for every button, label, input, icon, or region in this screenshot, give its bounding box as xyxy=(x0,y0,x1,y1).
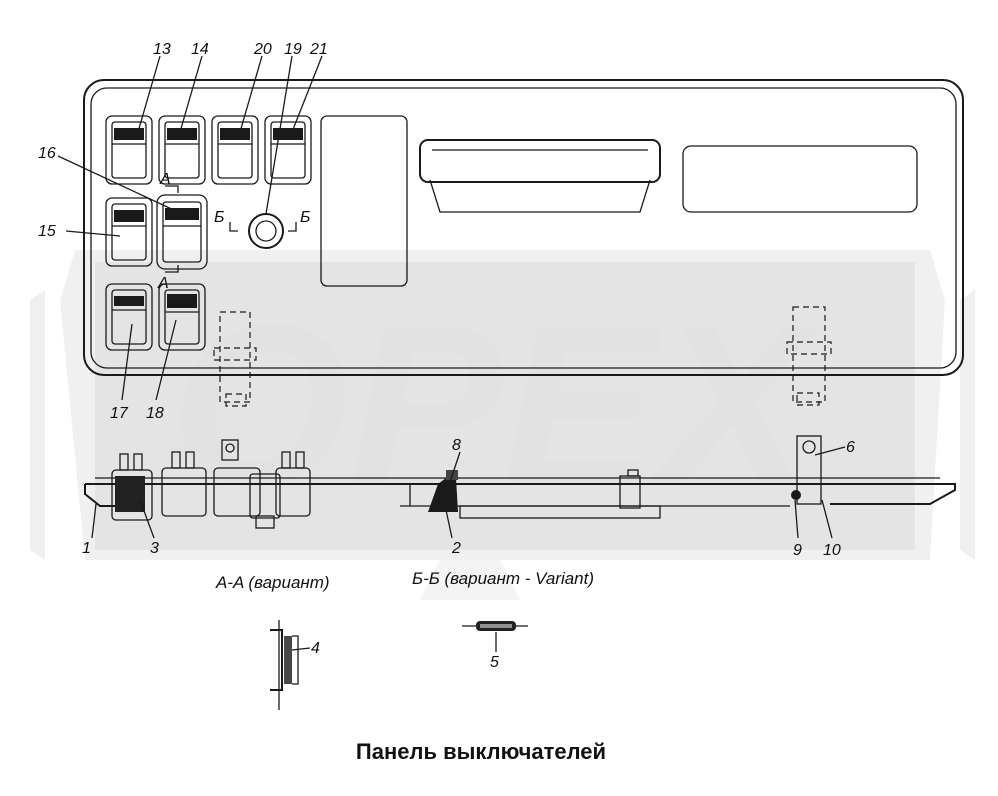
callout-16: 16 xyxy=(38,145,56,162)
switch-13 xyxy=(105,115,153,185)
bracket-part-6 xyxy=(791,435,822,505)
callout-9: 9 xyxy=(793,542,802,559)
side-switch-body-2 xyxy=(161,451,207,517)
marker-a-top: A xyxy=(159,171,171,188)
side-switch-body-5 xyxy=(275,451,311,517)
callout-5: 5 xyxy=(490,654,499,671)
marker-b-right: Б xyxy=(300,209,310,226)
switch-18 xyxy=(158,283,206,351)
section-aa-detail xyxy=(270,620,299,710)
callout-2: 2 xyxy=(451,540,461,557)
callout-13: 13 xyxy=(153,41,171,58)
callout-14: 14 xyxy=(191,41,209,58)
switch-16 xyxy=(156,194,208,270)
marker-b-left: Б xyxy=(214,209,224,226)
side-switch-body-4 xyxy=(249,473,281,529)
side-switch-body-3 xyxy=(213,439,261,517)
callout-8: 8 xyxy=(452,437,461,454)
section-marker-b: Б Б xyxy=(214,209,310,232)
callout-19: 19 xyxy=(284,41,302,58)
ashtray-slot xyxy=(419,139,661,213)
section-bb-detail xyxy=(462,621,528,631)
callout-20: 20 xyxy=(253,41,272,58)
side-switch-body-1 xyxy=(111,453,153,521)
blank-panel-window xyxy=(320,115,408,287)
leader-lines xyxy=(57,55,846,652)
callout-6: 6 xyxy=(846,439,855,456)
figure-caption: Панель выключателей xyxy=(356,739,606,764)
callout-18: 18 xyxy=(146,405,164,422)
marker-a-bottom: A xyxy=(157,275,169,292)
watermark-logo: OPEX xyxy=(30,250,975,600)
callout-17: 17 xyxy=(110,405,129,422)
switch-15 xyxy=(105,197,153,267)
watermark-text: OPEX xyxy=(170,277,821,534)
right-bracket-hidden xyxy=(786,306,832,406)
callout-1: 1 xyxy=(82,540,91,557)
switch-21 xyxy=(264,115,312,185)
switch-14 xyxy=(158,115,206,185)
section-aa-title: A-A (вариант) xyxy=(215,573,330,592)
callout-4: 4 xyxy=(311,640,320,657)
callout-3: 3 xyxy=(150,540,159,557)
callout-15: 15 xyxy=(38,223,56,240)
left-bracket-hidden xyxy=(213,311,257,407)
switch-20 xyxy=(211,115,259,185)
callout-labels: 13 14 20 19 21 16 15 17 18 8 6 1 3 2 9 1… xyxy=(38,41,855,671)
section-bb-title: Б-Б (вариант - Variant) xyxy=(412,569,594,588)
knob-19 xyxy=(248,213,284,249)
section-marker-a: A A xyxy=(157,171,179,292)
callout-10: 10 xyxy=(823,542,841,559)
callout-21: 21 xyxy=(309,41,328,58)
indicator-window xyxy=(682,145,918,213)
front-panel: A A Б Б xyxy=(83,79,964,407)
